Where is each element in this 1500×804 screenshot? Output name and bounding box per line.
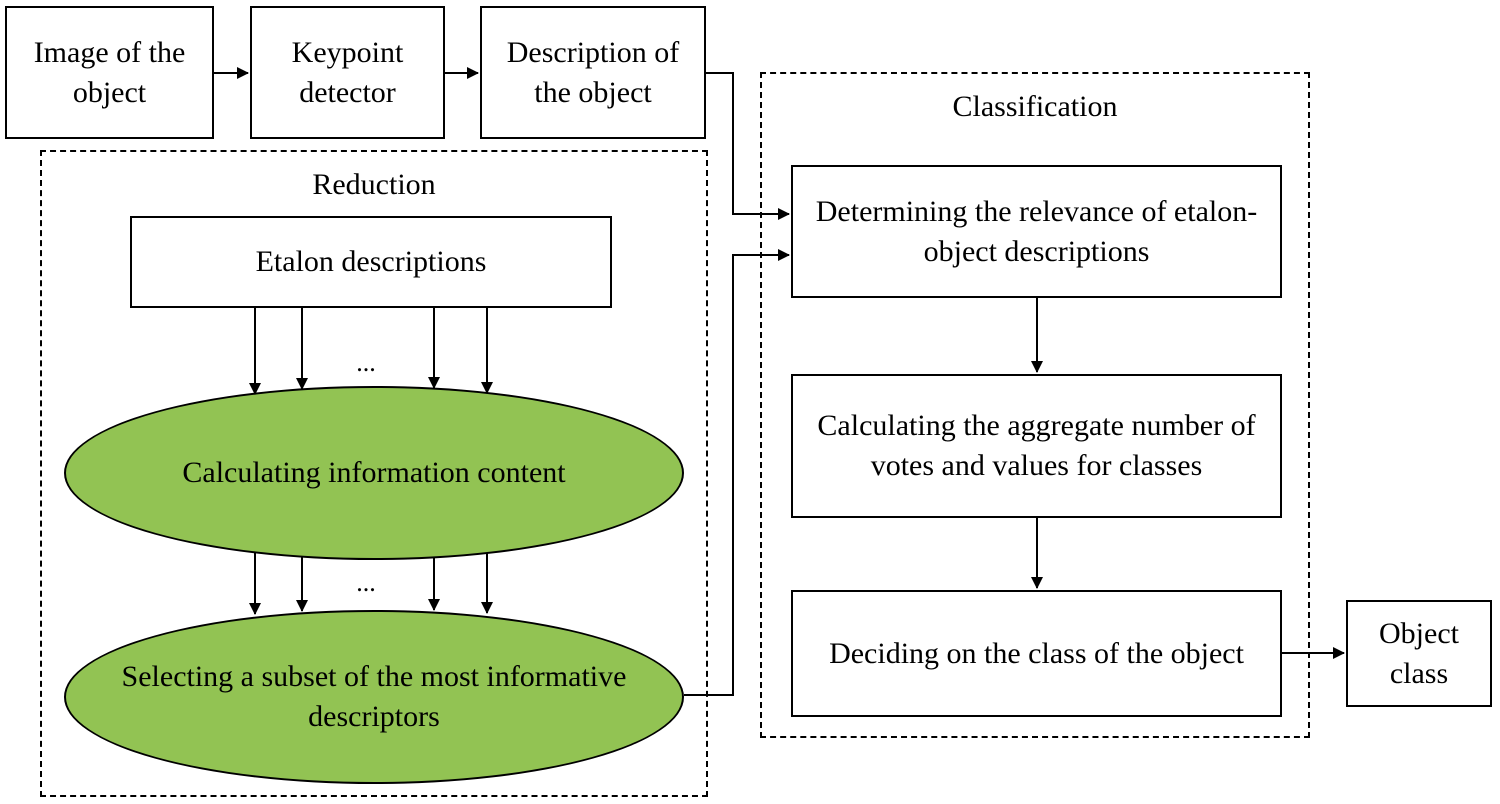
etalon-descriptions-box: Etalon descriptions: [130, 216, 612, 308]
etalon-descriptions-label: Etalon descriptions: [255, 245, 487, 278]
keypoint-detector-box: Keypoint detector: [250, 6, 445, 139]
aggregate-votes-label: Calculating the aggregate number of vote…: [817, 409, 1256, 482]
relevance-box: Determining the relevance of etalon-obje…: [791, 165, 1282, 298]
information-content-label: Calculating information content: [182, 456, 566, 489]
aggregate-votes-box: Calculating the aggregate number of vote…: [791, 374, 1282, 518]
object-class-label: Object class: [1379, 616, 1459, 690]
deciding-class-label: Deciding on the class of the object: [829, 636, 1244, 670]
keypoint-detector-label: Keypoint detector: [291, 35, 404, 109]
image-of-object-label: Image of the object: [33, 35, 186, 109]
image-of-object-box: Image of the object: [5, 6, 214, 139]
ellipsis-lower: ...: [356, 568, 376, 597]
description-of-object-box: Description of the object: [480, 6, 706, 139]
ellipsis-upper: ...: [356, 348, 376, 377]
information-content-ellipse: Calculating information content: [64, 386, 684, 560]
selecting-subset-ellipse: Selecting a subset of the most informati…: [64, 610, 684, 784]
classification-title: Classification: [952, 90, 1118, 123]
deciding-class-box: Deciding on the class of the object: [791, 590, 1282, 717]
relevance-label: Determining the relevance of etalon-obje…: [815, 194, 1258, 268]
object-class-box: Object class: [1346, 600, 1492, 707]
description-of-object-label: Description of the object: [506, 35, 680, 109]
reduction-title: Reduction: [312, 168, 436, 201]
selecting-subset-label: Selecting a subset of the most informati…: [121, 660, 627, 733]
